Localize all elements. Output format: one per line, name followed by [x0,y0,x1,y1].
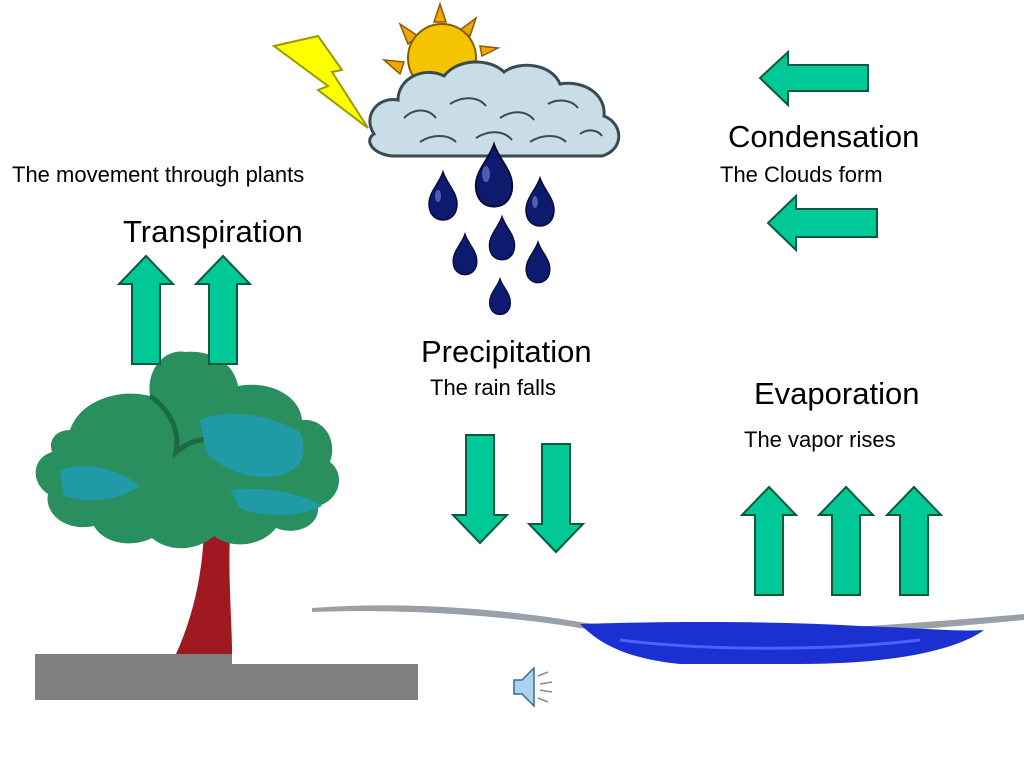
evaporation-arrows [741,486,942,596]
precipitation-title: Precipitation [421,334,592,369]
raindrop-icon [452,233,478,276]
sound-button[interactable] [508,664,556,708]
transpiration-title: Transpiration [123,214,303,249]
transpiration-arrow [195,255,251,365]
precipitation-description: The rain falls [430,375,556,400]
evaporation-title: Evaporation [754,376,920,411]
tree-icon [35,351,340,654]
precipitation-arrows [452,434,584,553]
evaporation-arrow [818,486,874,596]
raindrop-icon [525,177,555,227]
lake [312,605,1024,664]
evaporation-arrow [886,486,942,596]
evaporation-arrow [741,486,797,596]
transpiration-arrow [118,255,174,365]
raindrop-icon [488,215,516,261]
raindrop-icon [488,277,512,316]
transpiration-description: The movement through plants [12,162,305,187]
precipitation-arrow [528,443,584,553]
lightning-icon [271,34,369,129]
speaker-icon [513,666,553,708]
condensation-arrow [766,193,878,253]
condensation-arrows [758,49,878,253]
raindrops [428,143,555,316]
transpiration-arrows [118,255,251,365]
precipitation-arrow [452,434,508,544]
raindrop-icon [428,171,458,221]
condensation-arrow [758,49,869,108]
condensation-description: The Clouds form [720,162,883,187]
raindrop-icon [525,241,551,284]
evaporation-description: The vapor rises [744,427,896,452]
ground-step [232,606,418,664]
cloud-icon [368,60,621,158]
condensation-title: Condensation [728,119,920,154]
